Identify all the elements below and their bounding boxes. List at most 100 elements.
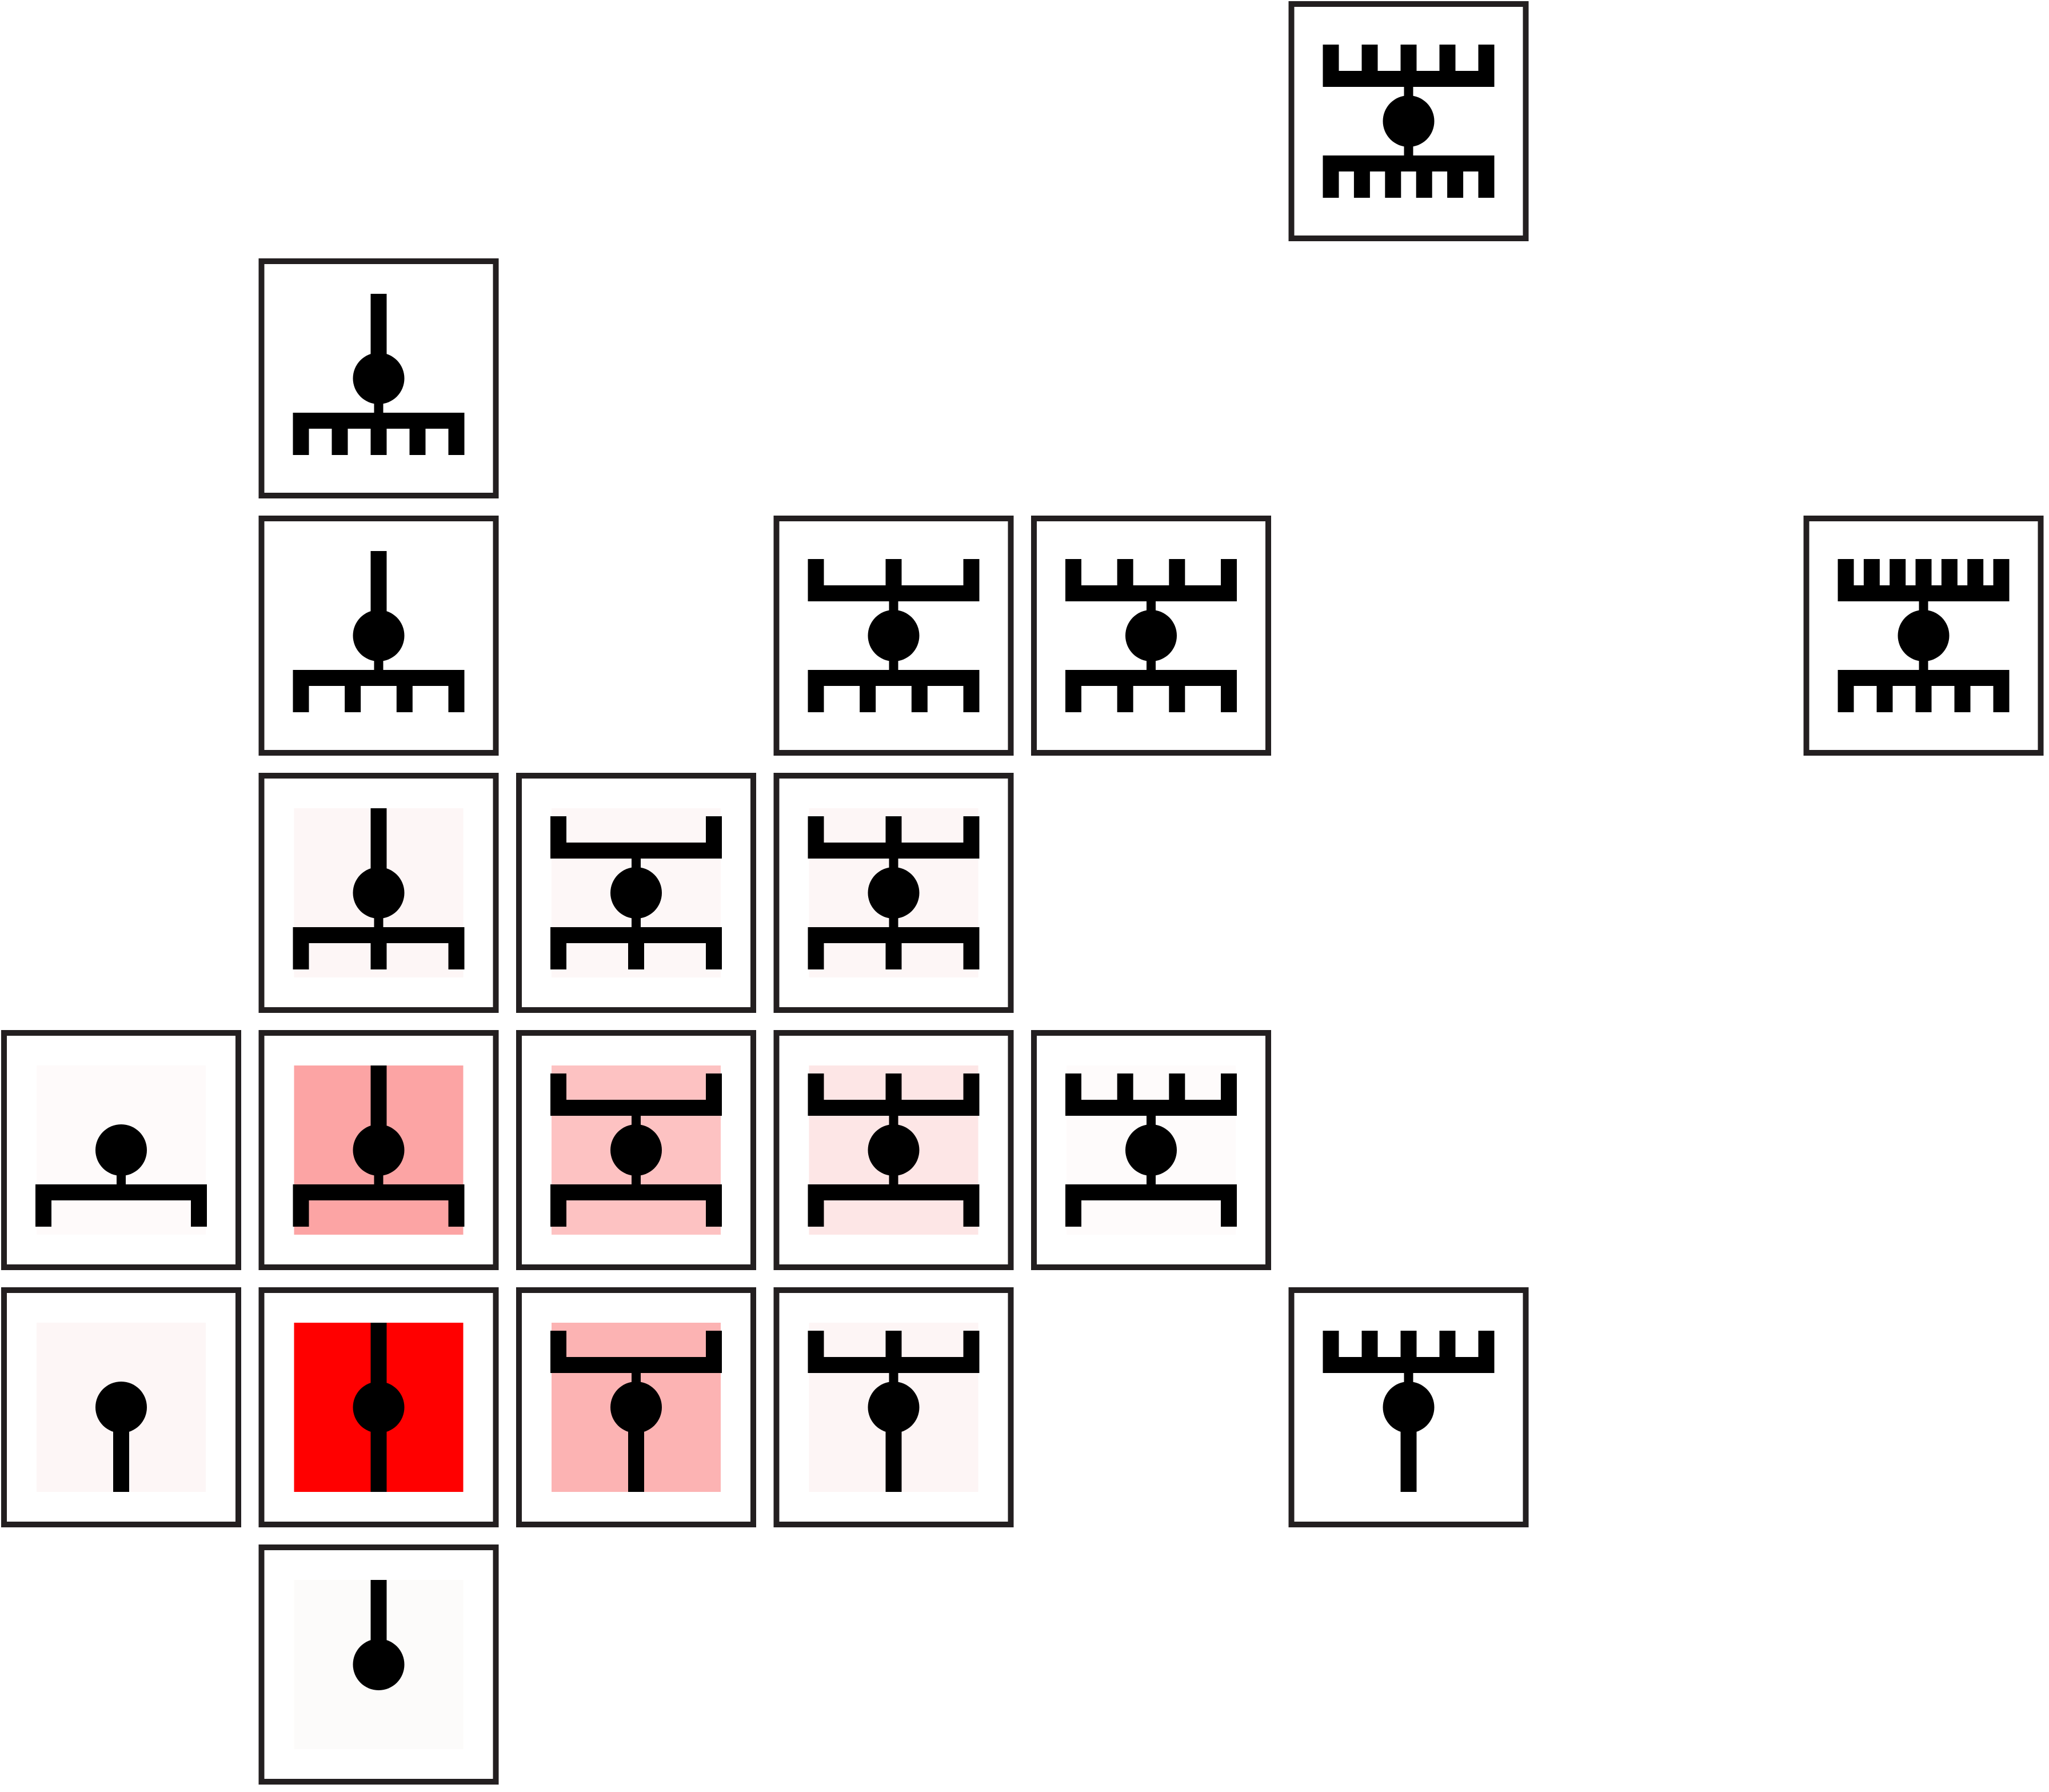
comb-tooth [550, 1073, 566, 1116]
comb-tooth [1993, 559, 2010, 601]
node-dot [95, 1124, 147, 1176]
node-dot [1383, 1382, 1435, 1433]
tile-r5c3 [773, 1287, 1014, 1527]
comb-tooth [1967, 559, 1984, 601]
comb-tooth [1361, 45, 1378, 87]
comb-tooth [1065, 670, 1081, 712]
tile-r4c3 [773, 1030, 1014, 1270]
comb-tooth [1941, 559, 1958, 601]
comb-tooth [191, 1184, 207, 1227]
comb-tooth [293, 1184, 309, 1227]
comb-tooth [706, 1331, 722, 1373]
comb-tooth [409, 413, 426, 455]
comb-tooth [1361, 1331, 1378, 1373]
comb-tooth [1323, 45, 1339, 87]
comb-tooth [345, 670, 361, 712]
comb-tooth [1065, 1073, 1081, 1116]
comb-tooth [808, 670, 824, 712]
tile-r5c0 [1, 1287, 241, 1527]
comb-tooth [963, 670, 980, 712]
comb-tooth [293, 413, 309, 455]
comb-tooth [1478, 155, 1495, 198]
top-comb [1838, 559, 2010, 601]
comb-tooth [1385, 155, 1401, 198]
node-dot [868, 1382, 920, 1433]
comb-tooth [550, 816, 566, 859]
comb-tooth [1169, 559, 1185, 601]
tile-r0c5 [1288, 1, 1529, 241]
bottom-comb [1323, 155, 1495, 198]
comb-tooth [1323, 155, 1339, 198]
node-dot [353, 353, 405, 404]
comb-tooth [396, 670, 413, 712]
comb-tooth [1954, 670, 1971, 712]
tile-r2c4 [1031, 516, 1271, 756]
comb-tooth [808, 1331, 824, 1373]
comb-tooth [963, 816, 980, 859]
comb-tooth [550, 1184, 566, 1227]
node-dot [610, 1124, 662, 1176]
comb-tooth [1169, 670, 1185, 712]
comb-tooth [1838, 559, 1854, 601]
comb-tooth [706, 1184, 722, 1227]
comb-tooth [1117, 1073, 1133, 1116]
comb-tooth [1117, 559, 1133, 601]
comb-tooth [1993, 670, 2010, 712]
comb-tooth [448, 1184, 465, 1227]
comb-tooth [331, 413, 348, 455]
comb-tooth [550, 1331, 566, 1373]
comb-tooth [1416, 155, 1432, 198]
tile-r4c1 [258, 1030, 499, 1270]
comb-tooth [1478, 1331, 1495, 1373]
comb-tooth [963, 1331, 980, 1373]
comb-tooth [706, 1073, 722, 1116]
tile-r1c1 [258, 258, 499, 498]
comb-tooth [448, 927, 465, 969]
node-dot [610, 1382, 662, 1433]
node-dot [610, 867, 662, 919]
comb-tooth [550, 927, 566, 969]
comb-tooth [448, 413, 465, 455]
bottom-comb [550, 1184, 722, 1227]
tile-r3c2 [516, 773, 756, 1013]
node-dot [1383, 95, 1435, 147]
comb-tooth [1478, 45, 1495, 87]
node-dot [1125, 610, 1177, 661]
bottom-comb [293, 927, 465, 969]
tile-r4c0 [1, 1030, 241, 1270]
comb-tooth [448, 670, 465, 712]
bottom-comb [293, 670, 465, 712]
comb-tooth [1065, 559, 1081, 601]
node-dot [353, 1124, 405, 1176]
tile-r4c4 [1031, 1030, 1271, 1270]
tile-r2c7 [1803, 516, 2044, 756]
comb-tooth [1221, 1073, 1237, 1116]
tile-r2c1 [258, 516, 499, 756]
node-dot [353, 867, 405, 919]
tile-r3c3 [773, 773, 1014, 1013]
comb-tooth [1117, 670, 1133, 712]
comb-tooth [860, 670, 876, 712]
node-dot [1125, 1124, 1177, 1176]
comb-tooth [963, 927, 980, 969]
bottom-comb [1065, 670, 1237, 712]
comb-tooth [293, 670, 309, 712]
tile-r2c3 [773, 516, 1014, 756]
node-dot [1898, 610, 1950, 661]
comb-tooth [1221, 1184, 1237, 1227]
comb-tooth [706, 816, 722, 859]
comb-tooth [293, 927, 309, 969]
comb-tooth [1876, 670, 1893, 712]
comb-tooth [1439, 1331, 1456, 1373]
comb-tooth [1221, 559, 1237, 601]
comb-tooth [1439, 45, 1456, 87]
comb-tooth [808, 559, 824, 601]
comb-tooth [963, 1184, 980, 1227]
comb-tooth [911, 670, 928, 712]
bottom-comb [35, 1184, 207, 1227]
tile-r5c2 [516, 1287, 756, 1527]
comb-tooth [963, 559, 980, 601]
comb-tooth [808, 816, 824, 859]
top-comb [1323, 45, 1495, 87]
